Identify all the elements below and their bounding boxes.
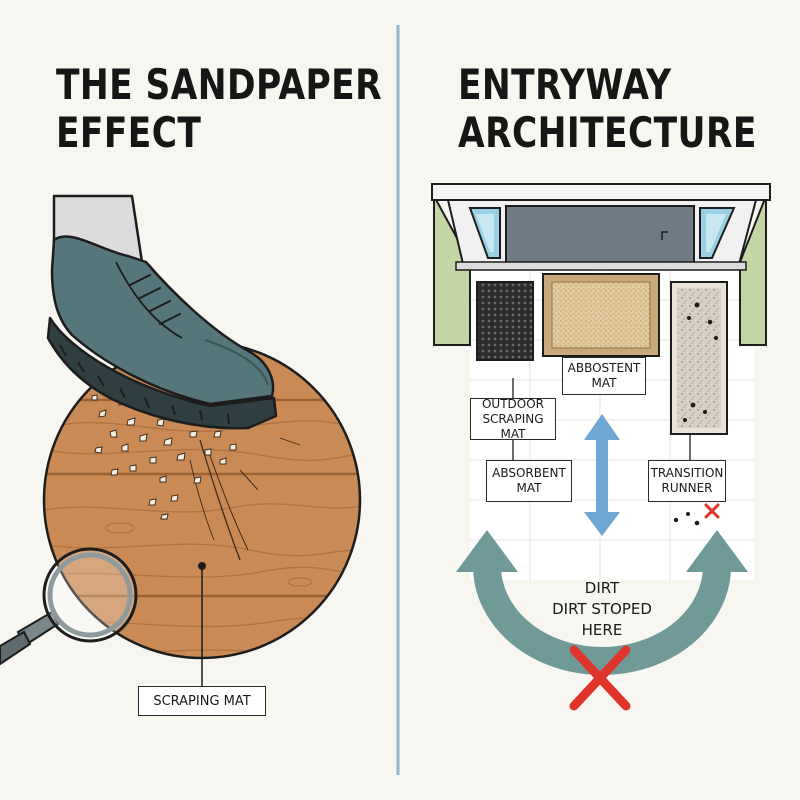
x-mark-icon: [704, 503, 720, 519]
absorbent-label-line-2: MAT: [516, 481, 542, 495]
left-title-line-2: EFFECT: [56, 108, 202, 157]
outdoor-label-line-1: OUTDOOR: [481, 396, 545, 411]
scraping-mat-label-text: SCRAPING MAT: [153, 693, 251, 709]
center-mat-label: ABBOSTENT MAT: [562, 357, 646, 395]
transition-runner-label: TRANSITION RUNNER: [648, 460, 726, 502]
center-mat-label-line-1: ABBOSTENT: [567, 361, 641, 375]
dirt-caption-line-2: DIRT STOPED: [552, 600, 652, 618]
x-mark-icon: [569, 645, 631, 711]
scraping-mat-label: SCRAPING MAT: [138, 686, 266, 716]
dirt-caption-line-1: DIRT: [584, 579, 620, 597]
transition-runner: [670, 281, 728, 435]
transition-label-line-1: TRANSITION: [650, 466, 724, 480]
absorbent-center-mat: [542, 273, 660, 357]
outdoor-scraping-mat: [476, 281, 534, 361]
outdoor-label-line-2: SCRAPING MAT: [482, 411, 544, 441]
dirt-stopped-caption: DIRT DIRT STOPED HERE: [540, 578, 664, 641]
outdoor-scraping-mat-label: OUTDOOR SCRAPING MAT: [470, 396, 556, 441]
magnifying-glass-icon: [0, 547, 138, 666]
curved-arrow-icon: [456, 530, 748, 675]
shoe-icon: [46, 194, 278, 430]
right-title-line-1: ENTRYWAY: [458, 60, 672, 109]
double-arrow-icon: [584, 414, 620, 536]
right-title-line-2: ARCHITECTURE: [458, 108, 757, 157]
left-title-line-1: THE SANDPAPER: [56, 60, 383, 109]
transition-label-line-2: RUNNER: [661, 481, 713, 495]
absorbent-label-line-1: ABSORBENT: [492, 466, 566, 480]
dirt-caption-line-3: HERE: [581, 621, 623, 639]
dirt-dots: [673, 512, 700, 526]
absorbent-mat-label: ABSORBENT MAT: [486, 460, 572, 502]
center-mat-label-line-2: MAT: [591, 376, 617, 390]
callout-pointer: [198, 562, 206, 686]
